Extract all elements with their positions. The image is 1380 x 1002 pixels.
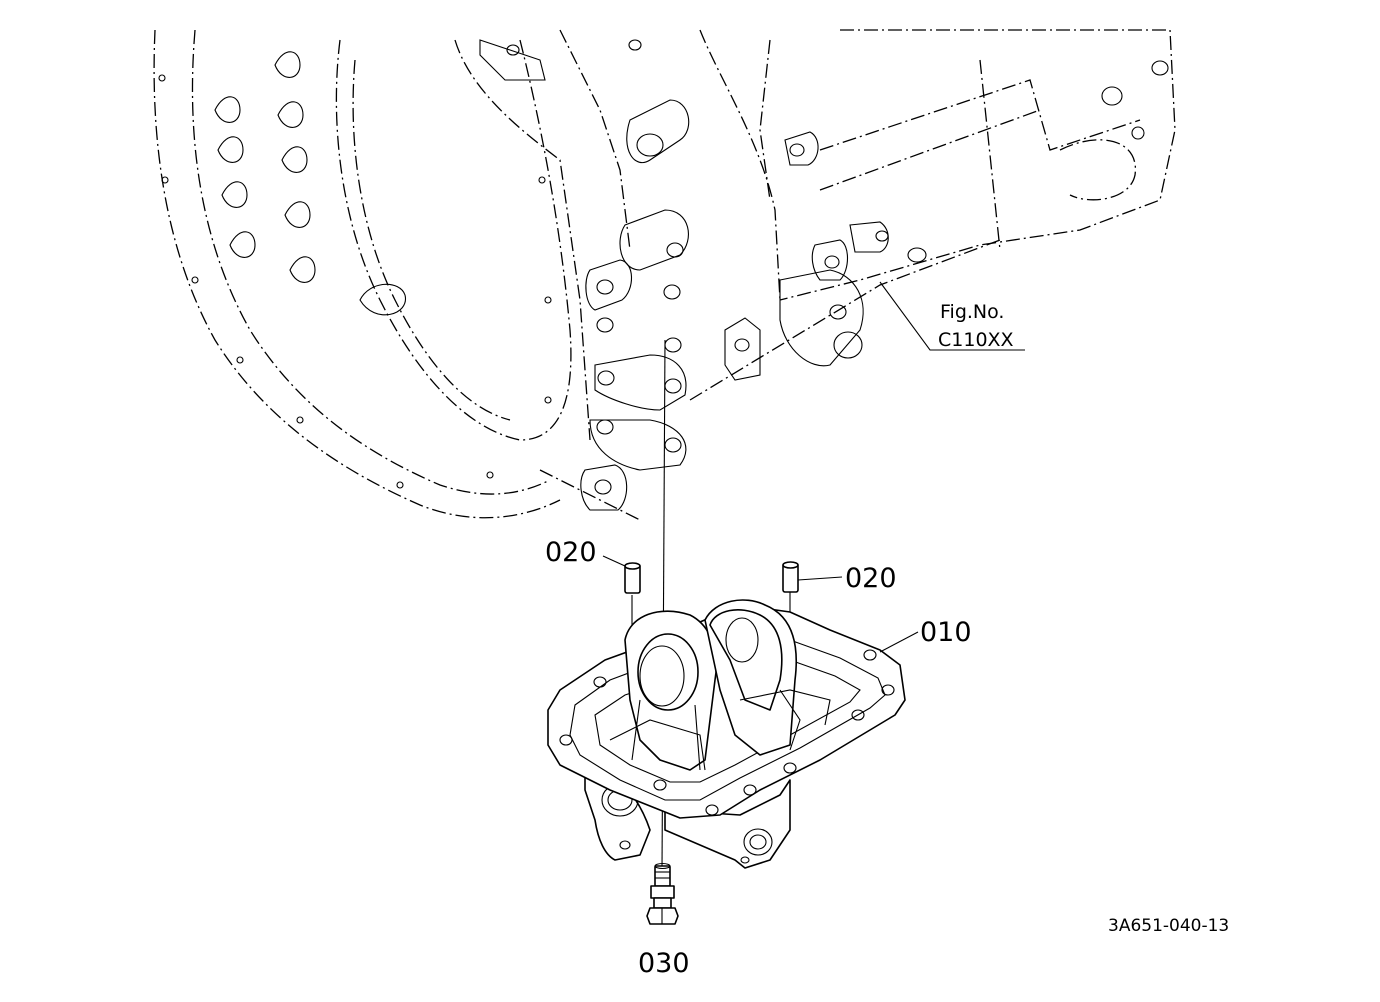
housing-bosses (479, 39, 1169, 511)
part-020-dowel-pin-left (624, 562, 641, 594)
housing-holes (158, 51, 552, 489)
drawing-id: 3A651-040-13 (1108, 916, 1229, 936)
callout-part-030: 030 (638, 948, 690, 979)
callout-part-020-left: 020 (545, 537, 597, 568)
figure-reference-line2: C110XX (938, 329, 1014, 351)
figure-reference-line1: Fig.No. (940, 301, 1004, 323)
transmission-housing (153, 29, 1176, 521)
part-010-front-bracket (547, 599, 906, 869)
leader-lines (602, 281, 1025, 653)
part-030-stud-bolt (646, 862, 679, 925)
callout-part-010: 010 (920, 617, 972, 648)
part-020-dowel-pin-right (782, 561, 799, 593)
callout-part-020-right: 020 (845, 563, 897, 594)
